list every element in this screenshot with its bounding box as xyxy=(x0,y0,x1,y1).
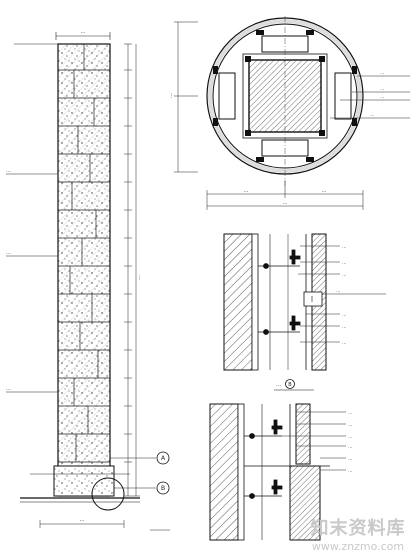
plan-dim-left: … xyxy=(244,188,249,194)
plan-dim-right: … xyxy=(322,188,327,194)
column-note-1: … xyxy=(6,168,11,174)
detail-lower-callout-3: … xyxy=(348,435,353,440)
svg-text:B: B xyxy=(161,485,165,492)
detail-upper-callout-3: … xyxy=(342,273,347,278)
plan-top-dimension: … xyxy=(168,93,174,98)
detail-lower-callout-4: … xyxy=(348,445,353,450)
detail-upper-callout-6: … xyxy=(342,325,347,330)
svg-text:A: A xyxy=(161,455,166,462)
plan-dim-total: … xyxy=(283,200,288,206)
plan-callout-2: … xyxy=(380,87,385,92)
detail-upper-callout-7: … xyxy=(342,341,347,346)
detail-upper-caption: … xyxy=(276,382,281,388)
plan-callout-4: … xyxy=(370,113,375,118)
detail-lower-callout-6: … xyxy=(348,469,353,474)
detail-upper-callout-2: … xyxy=(342,261,347,266)
plan-callout-1: … xyxy=(380,71,385,76)
detail-lower-callout-1: … xyxy=(348,411,353,416)
detail-upper-marker xyxy=(285,379,295,389)
column-top-dimension: … xyxy=(81,29,86,35)
section-marker-b xyxy=(156,481,170,495)
watermark-url: www.znzmo.com xyxy=(311,539,405,553)
column-height-dimension: … xyxy=(136,275,142,280)
column-note-2: … xyxy=(6,250,11,256)
base-detail-circle xyxy=(91,477,125,511)
detail-upper: … … … … … … … … B xyxy=(223,233,386,391)
section-marker-a xyxy=(156,451,170,465)
plan-callout-3: … xyxy=(380,95,385,100)
svg-text:B: B xyxy=(288,382,292,388)
detail-upper-callout-4: … xyxy=(336,289,341,294)
column-elevation: … xyxy=(6,29,170,531)
column-base xyxy=(53,465,115,497)
watermark-logo: 知末资料库 xyxy=(310,517,406,539)
detail-upper-callout-5: … xyxy=(342,313,347,318)
watermark: 知末资料库 www.znzmo.com xyxy=(302,514,414,553)
detail-lower-callout-5: … xyxy=(348,457,353,462)
detail-lower: … … … … … … xyxy=(209,403,353,541)
detail-lower-callout-2: … xyxy=(348,423,353,428)
column-base-dimension: … xyxy=(80,517,85,523)
column-note-3: … xyxy=(6,386,11,392)
detail-upper-callout-1: … xyxy=(342,245,347,250)
column-plan-section: … xyxy=(168,16,410,210)
